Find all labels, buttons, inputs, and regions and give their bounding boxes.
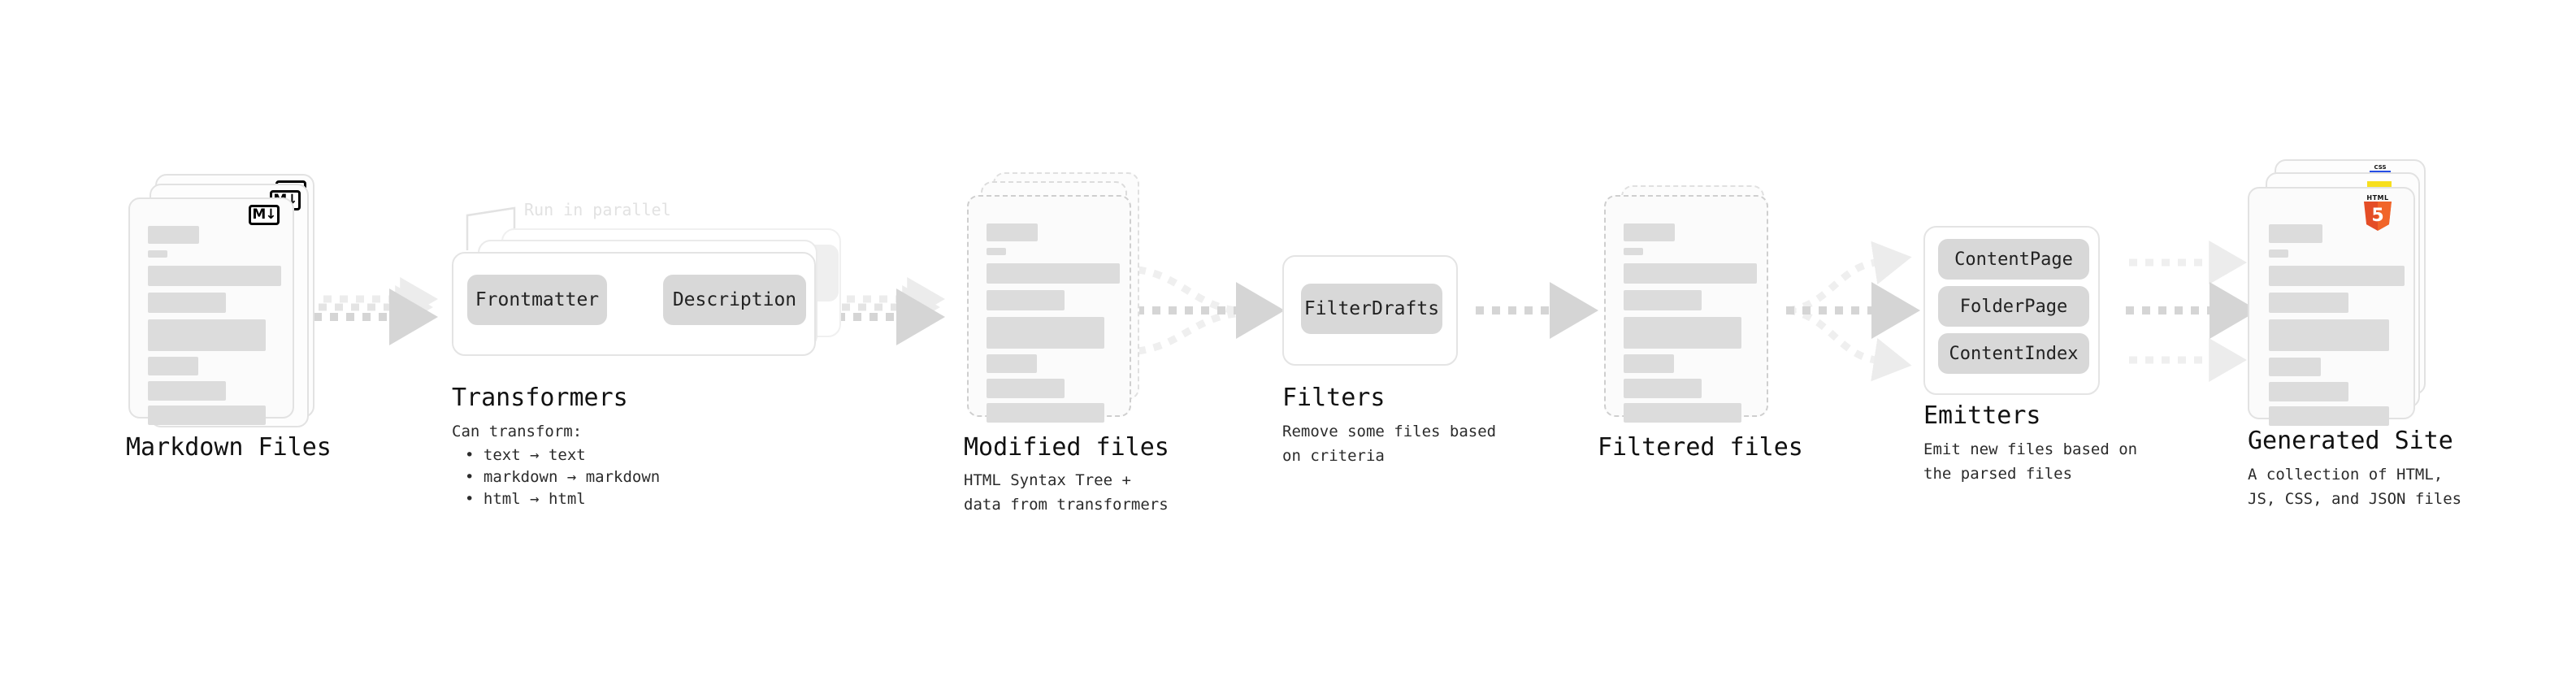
doc-line — [987, 223, 1038, 241]
doc-line — [148, 357, 198, 375]
doc-line — [987, 263, 1120, 284]
markdown-files-title: Markdown Files — [126, 433, 332, 462]
doc-line — [987, 290, 1065, 310]
markdown-file-front — [128, 197, 294, 425]
transformers-bullet-1: • markdown → markdown — [465, 468, 661, 486]
transformers-subtitle: Can transform: — [452, 423, 583, 440]
filter-pill-filterdrafts[interactable]: FilterDrafts — [1301, 284, 1442, 334]
arrow-filtered-to-emitters — [1786, 241, 1920, 382]
html5-badge: HTML 5 — [2362, 194, 2393, 231]
html5-badge-label: HTML — [2366, 194, 2389, 202]
arrow-emitters-to-site — [2126, 241, 2258, 382]
generated-site-title: Generated Site — [2248, 427, 2453, 455]
filtered-files-title: Filtered files — [1598, 433, 1803, 462]
emitter-pill-contentindex[interactable]: ContentIndex — [1938, 333, 2089, 374]
doc-line — [987, 379, 1065, 398]
site-file-front-html — [2248, 187, 2415, 426]
modified-files-title: Modified files — [964, 433, 1169, 462]
doc-line — [148, 381, 226, 401]
doc-line — [2269, 249, 2288, 258]
filters-title: Filters — [1282, 384, 1386, 412]
doc-line — [1624, 317, 1741, 349]
css-badge-label: CSS — [2374, 164, 2387, 171]
transformers-bullet-0: • text → text — [465, 446, 586, 464]
doc-line — [2269, 382, 2348, 401]
transformers-title: Transformers — [452, 384, 628, 412]
doc-line — [148, 266, 281, 286]
emitter-pill-folderpage[interactable]: FolderPage — [1938, 286, 2089, 327]
modified-files-subtitle: HTML Syntax Tree + data from transformer… — [964, 471, 1169, 514]
doc-line — [2269, 293, 2348, 313]
emitters-box: ContentPage FolderPage ContentIndex — [1923, 226, 2100, 395]
doc-line — [2269, 266, 2405, 286]
doc-line — [148, 293, 226, 313]
arrow-modified-to-filters — [1136, 266, 1285, 355]
doc-line — [148, 406, 266, 425]
transformers-bullet-2: • html → html — [465, 490, 586, 508]
run-in-parallel-label: Run in parallel — [524, 200, 671, 219]
doc-line — [148, 250, 167, 258]
transformer-pill-description[interactable]: Description — [663, 275, 806, 325]
generated-site-subtitle: A collection of HTML, JS, CSS, and JSON … — [2248, 466, 2462, 508]
doc-line — [148, 226, 199, 244]
doc-line — [1624, 379, 1702, 398]
html5-badge-shield: 5 — [2364, 202, 2392, 231]
doc-line — [1624, 248, 1643, 255]
html5-badge-number: 5 — [2371, 206, 2384, 226]
doc-line — [1624, 290, 1702, 310]
doc-line — [1624, 223, 1675, 241]
transformers-box-front: Frontmatter Description — [452, 252, 816, 356]
transformer-pill-frontmatter[interactable]: Frontmatter — [467, 275, 607, 325]
markdown-badge: M↓ — [249, 205, 280, 225]
doc-line — [2269, 224, 2322, 243]
doc-line — [987, 354, 1037, 373]
doc-line — [148, 319, 266, 351]
filters-box: FilterDrafts — [1282, 255, 1458, 366]
doc-line — [987, 248, 1006, 255]
doc-line — [1624, 354, 1674, 373]
doc-line — [2269, 358, 2321, 376]
doc-line — [2269, 406, 2389, 426]
modified-file-front — [967, 195, 1131, 423]
arrow-markdown-to-transformers — [314, 277, 438, 345]
doc-line — [987, 317, 1104, 349]
doc-line — [2269, 319, 2389, 351]
emitter-pill-contentpage[interactable]: ContentPage — [1938, 239, 2089, 280]
filters-subtitle: Remove some files based on criteria — [1282, 423, 1497, 465]
doc-line — [987, 403, 1104, 423]
doc-line — [1624, 263, 1757, 284]
filtered-file-front — [1604, 195, 1768, 423]
emitters-subtitle: Emit new files based on the parsed files — [1923, 440, 2138, 483]
emitters-title: Emitters — [1923, 401, 2041, 430]
doc-line — [1624, 403, 1741, 423]
